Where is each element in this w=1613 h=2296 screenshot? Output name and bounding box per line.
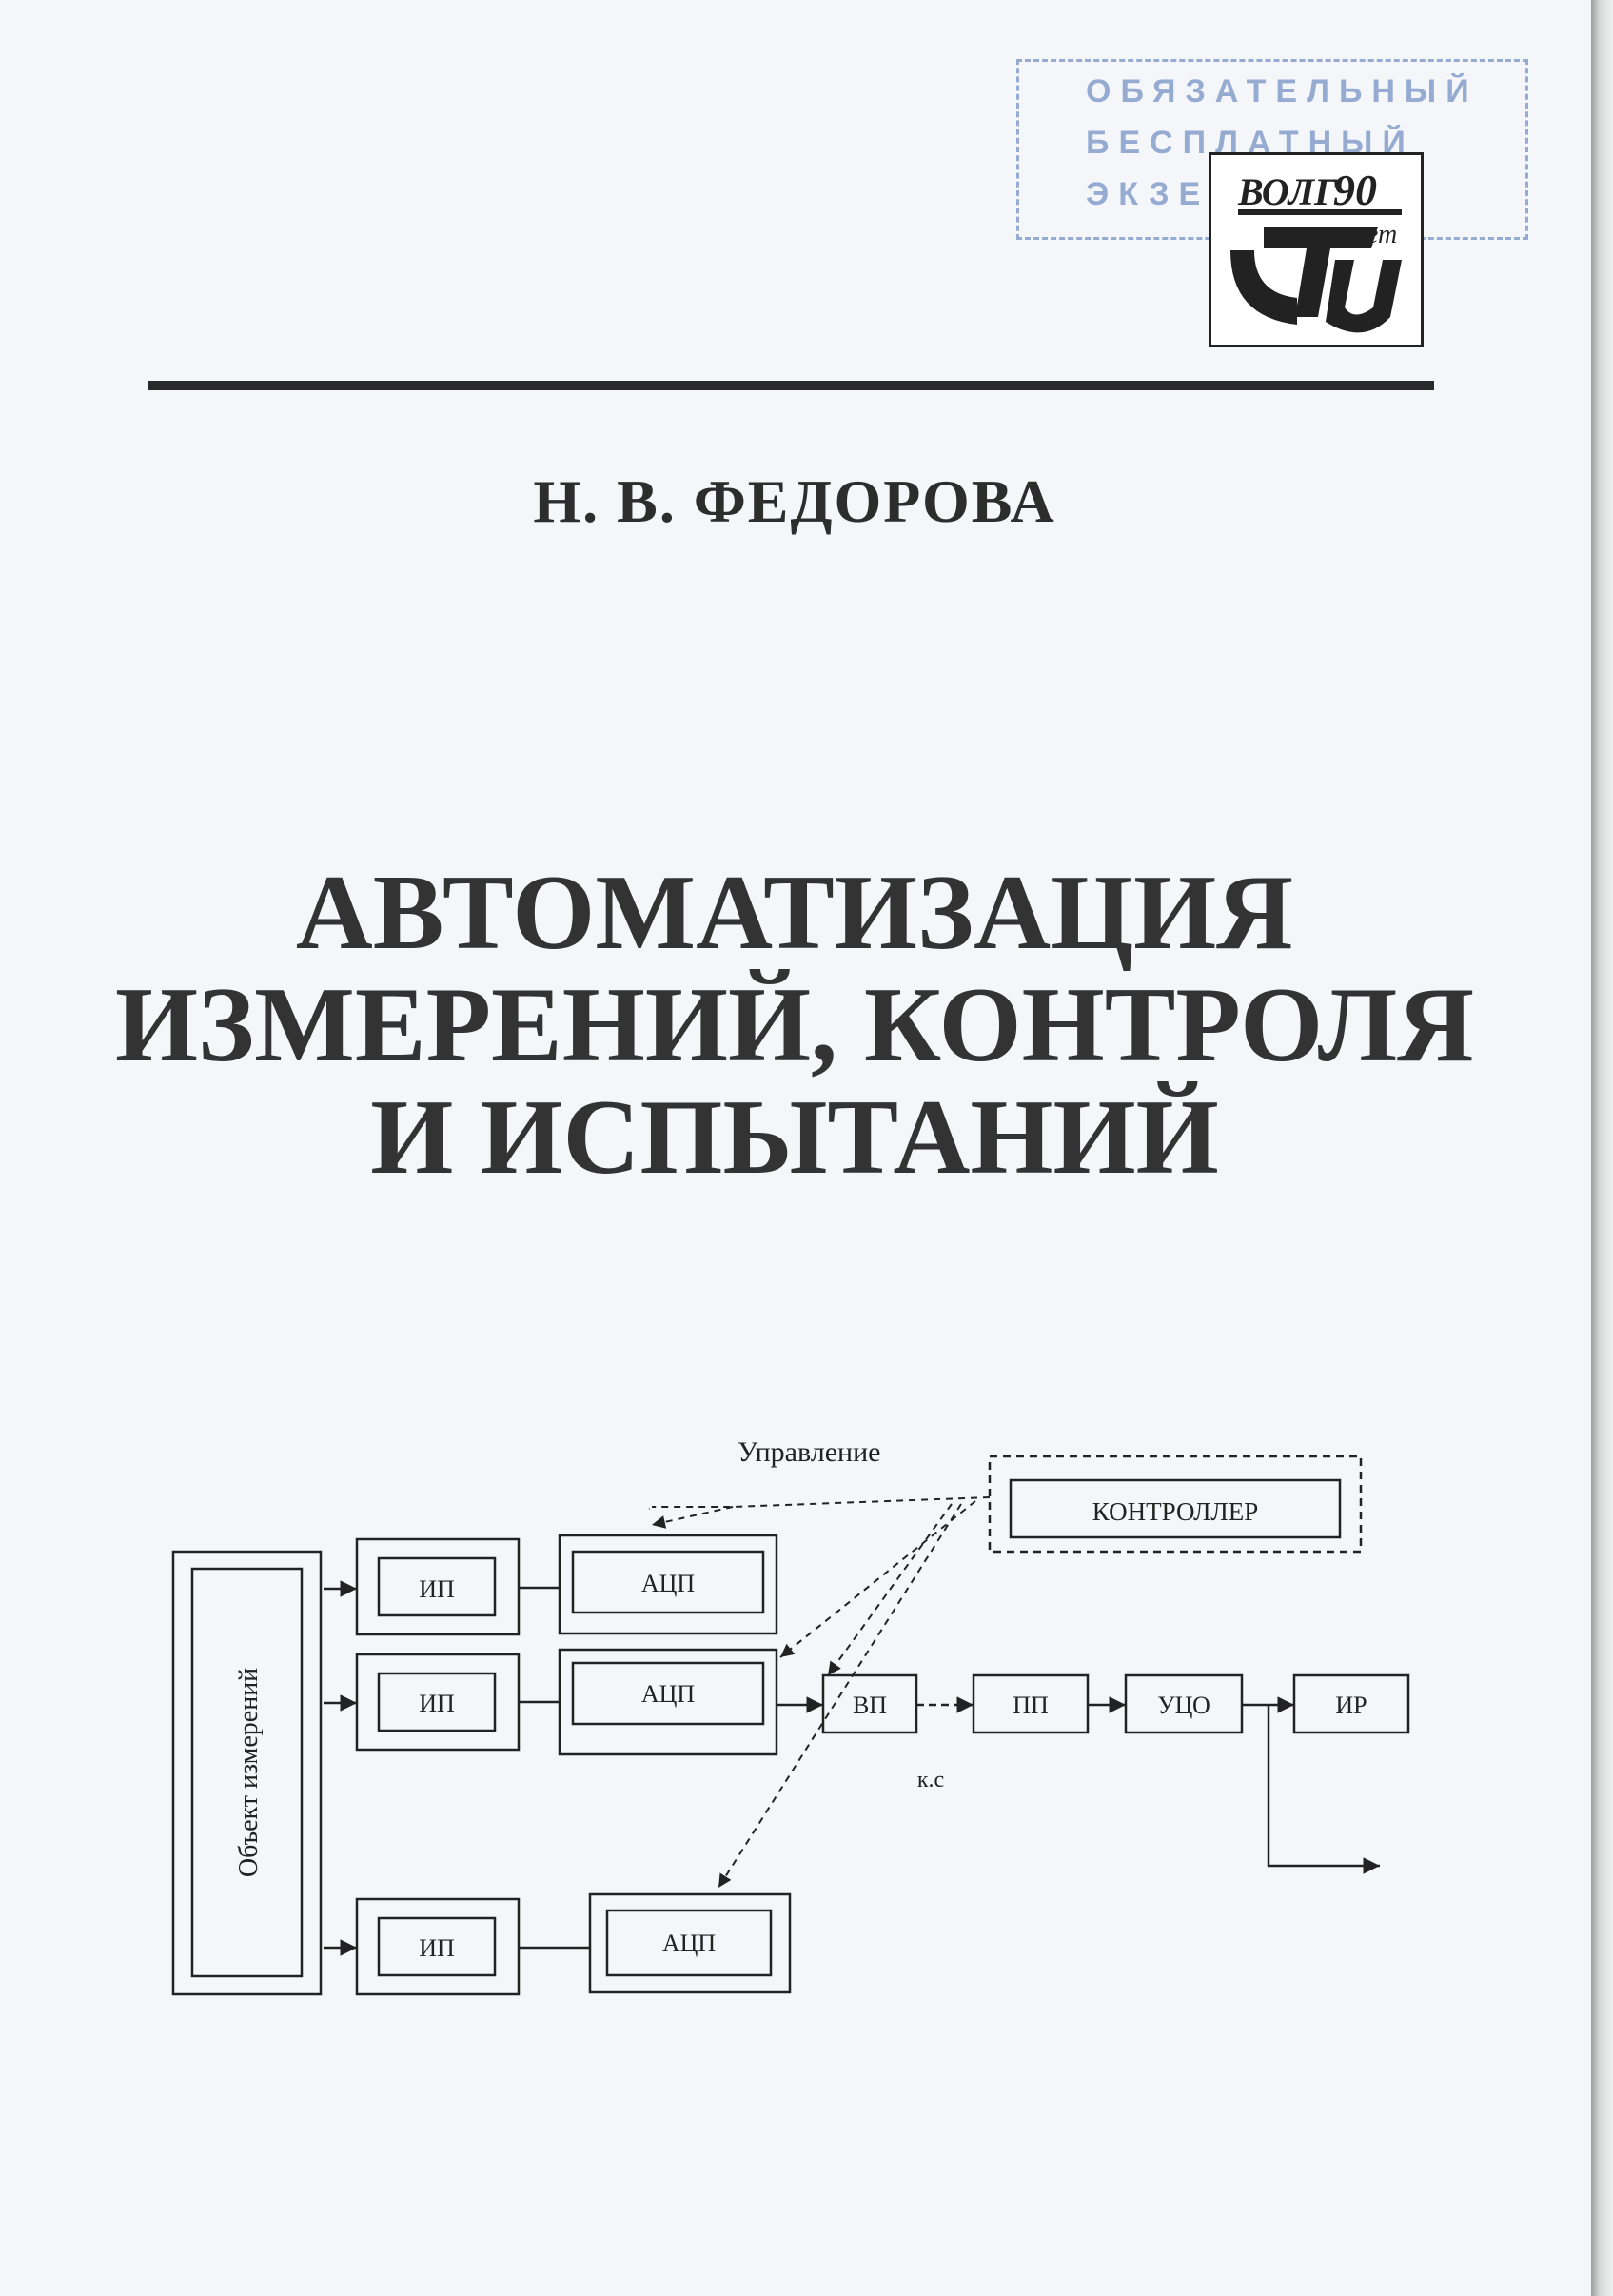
controller-frame <box>988 1455 1363 1554</box>
ip-box-1 <box>377 1556 497 1617</box>
ip-label-1: ИП <box>419 1575 455 1603</box>
title-line-3: И ИСПЫТАНИЙ <box>370 1079 1219 1197</box>
logo-number: 90 <box>1333 166 1377 214</box>
object-frame <box>171 1550 323 1996</box>
university-logo: ВОЛГ 90 лет <box>1209 152 1424 347</box>
object-box <box>190 1567 304 1978</box>
ip-box-2 <box>377 1672 497 1732</box>
adc-box-2 <box>571 1661 765 1726</box>
adc-label-3: АЦП <box>662 1930 717 1957</box>
author-name: Н. В. ФЕДОРОВА <box>533 467 1056 535</box>
page-edge <box>1591 0 1613 2296</box>
adc-label-2: АЦП <box>641 1680 696 1708</box>
logo-text-top: ВОЛГ <box>1237 170 1338 213</box>
ir-label: ИР <box>1335 1692 1367 1719</box>
adc-box-3 <box>605 1909 773 1977</box>
channel-label: к.с <box>917 1768 944 1792</box>
pp-label: ПП <box>1013 1692 1049 1719</box>
controller-box <box>1009 1478 1342 1539</box>
vp-label: ВП <box>853 1692 887 1719</box>
stamp-line-1: ОБЯЗАТЕЛЬНЫЙ <box>1086 73 1479 109</box>
adc-frame-1 <box>558 1534 778 1635</box>
controller-label: КОНТРОЛЛЕР <box>1092 1497 1258 1526</box>
block-diagram: Управление КОНТРОЛЛЕР Объект измерений И… <box>171 1436 1410 1996</box>
adc-box-1 <box>571 1550 765 1614</box>
control-label: Управление <box>738 1436 880 1468</box>
logo-graphic: ВОЛГ 90 лет <box>1230 166 1402 333</box>
adc-label-1: АЦП <box>641 1570 696 1597</box>
title-line-1: АВТОМАТИЗАЦИЯ <box>295 854 1294 972</box>
ip-label-3: ИП <box>419 1934 455 1962</box>
adc-frame-3 <box>588 1892 792 1994</box>
title-line-2: ИЗМЕРЕНИЙ, КОНТРОЛЯ <box>114 966 1475 1084</box>
uco-label: УЦО <box>1157 1692 1210 1719</box>
ip-box-3 <box>377 1916 497 1977</box>
book-title: АВТОМАТИЗАЦИЯ ИЗМЕРЕНИЙ, КОНТРОЛЯ И ИСПЫ… <box>0 857 1589 1194</box>
horizontal-rule <box>148 381 1434 390</box>
object-label: Объект измерений <box>234 1668 264 1877</box>
ip-label-2: ИП <box>419 1690 455 1717</box>
